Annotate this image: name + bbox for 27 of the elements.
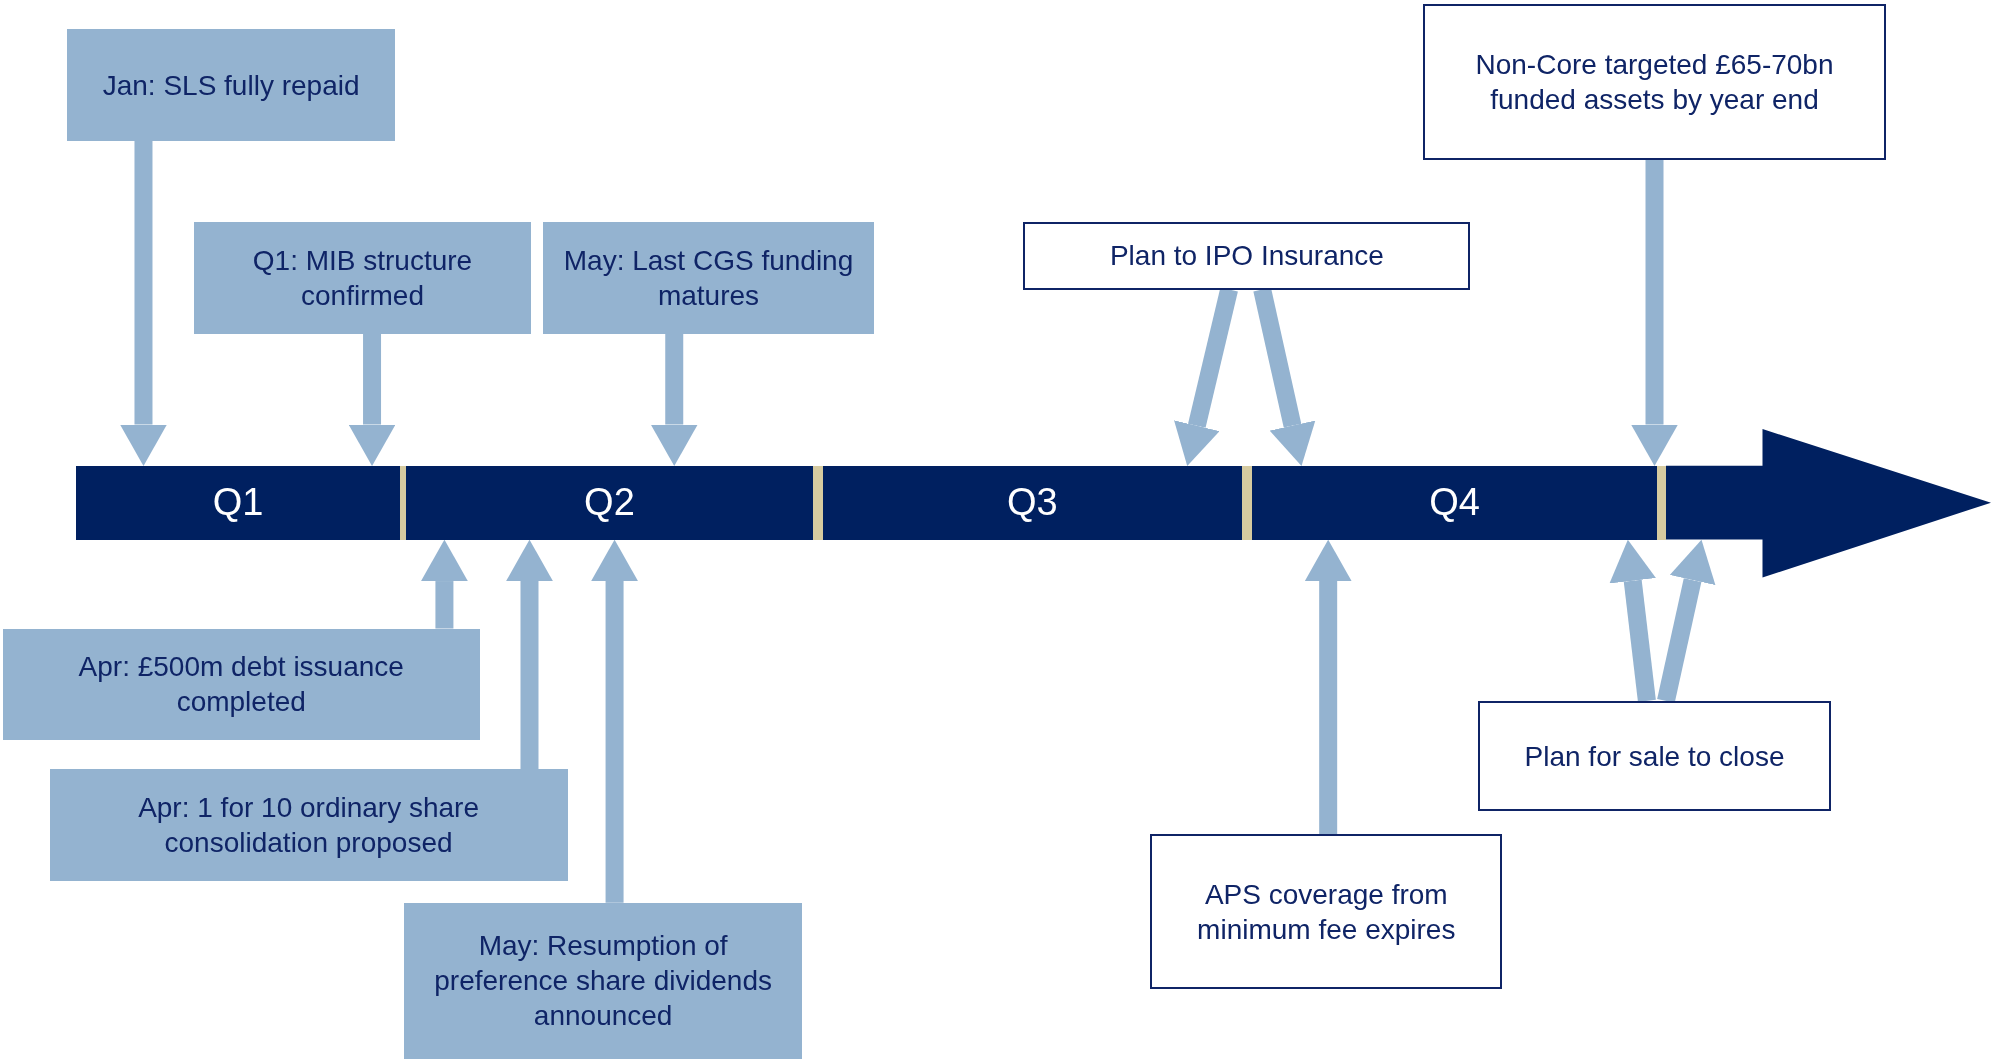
arrow: [1174, 287, 1238, 466]
arrow: [591, 539, 638, 903]
event-box: Apr: 1 for 10 ordinary share consolidation proposed: [49, 769, 568, 882]
note-box: Plan for sale to close: [1478, 700, 1831, 812]
event-box: Jan: SLS fully repaid: [67, 29, 395, 141]
event-box: May: Resumption of preference share dividends announced: [403, 902, 803, 1059]
arrow: [1304, 539, 1352, 835]
arrow: [506, 539, 553, 770]
arrow: [1609, 539, 1656, 702]
arrow: [1631, 160, 1678, 466]
arrow: [120, 140, 167, 466]
note-box: APS coverage from minimum fee expires: [1150, 834, 1503, 990]
note-box: Plan to IPO Insurance: [1023, 222, 1471, 290]
quarter-segment: Q1: [76, 466, 400, 540]
arrow: [650, 333, 698, 466]
quarter-segment: Q2: [406, 466, 813, 540]
arrow: [1657, 539, 1716, 703]
event-box: Apr: £500m debt issuance completed: [2, 628, 480, 741]
event-box: May: Last CGS funding matures: [543, 222, 874, 334]
quarter-segment: Q4: [1252, 466, 1658, 540]
arrow: [1253, 287, 1316, 466]
arrow: [348, 333, 396, 466]
note-box: Non-Core targeted £65-70bn funded assets by year end: [1423, 3, 1886, 160]
arrow: [421, 539, 468, 629]
event-box: Q1: MIB structure confirmed: [194, 222, 531, 334]
quarter-segment: Q3: [822, 466, 1242, 540]
timeline-arrowhead: [1665, 429, 1991, 578]
